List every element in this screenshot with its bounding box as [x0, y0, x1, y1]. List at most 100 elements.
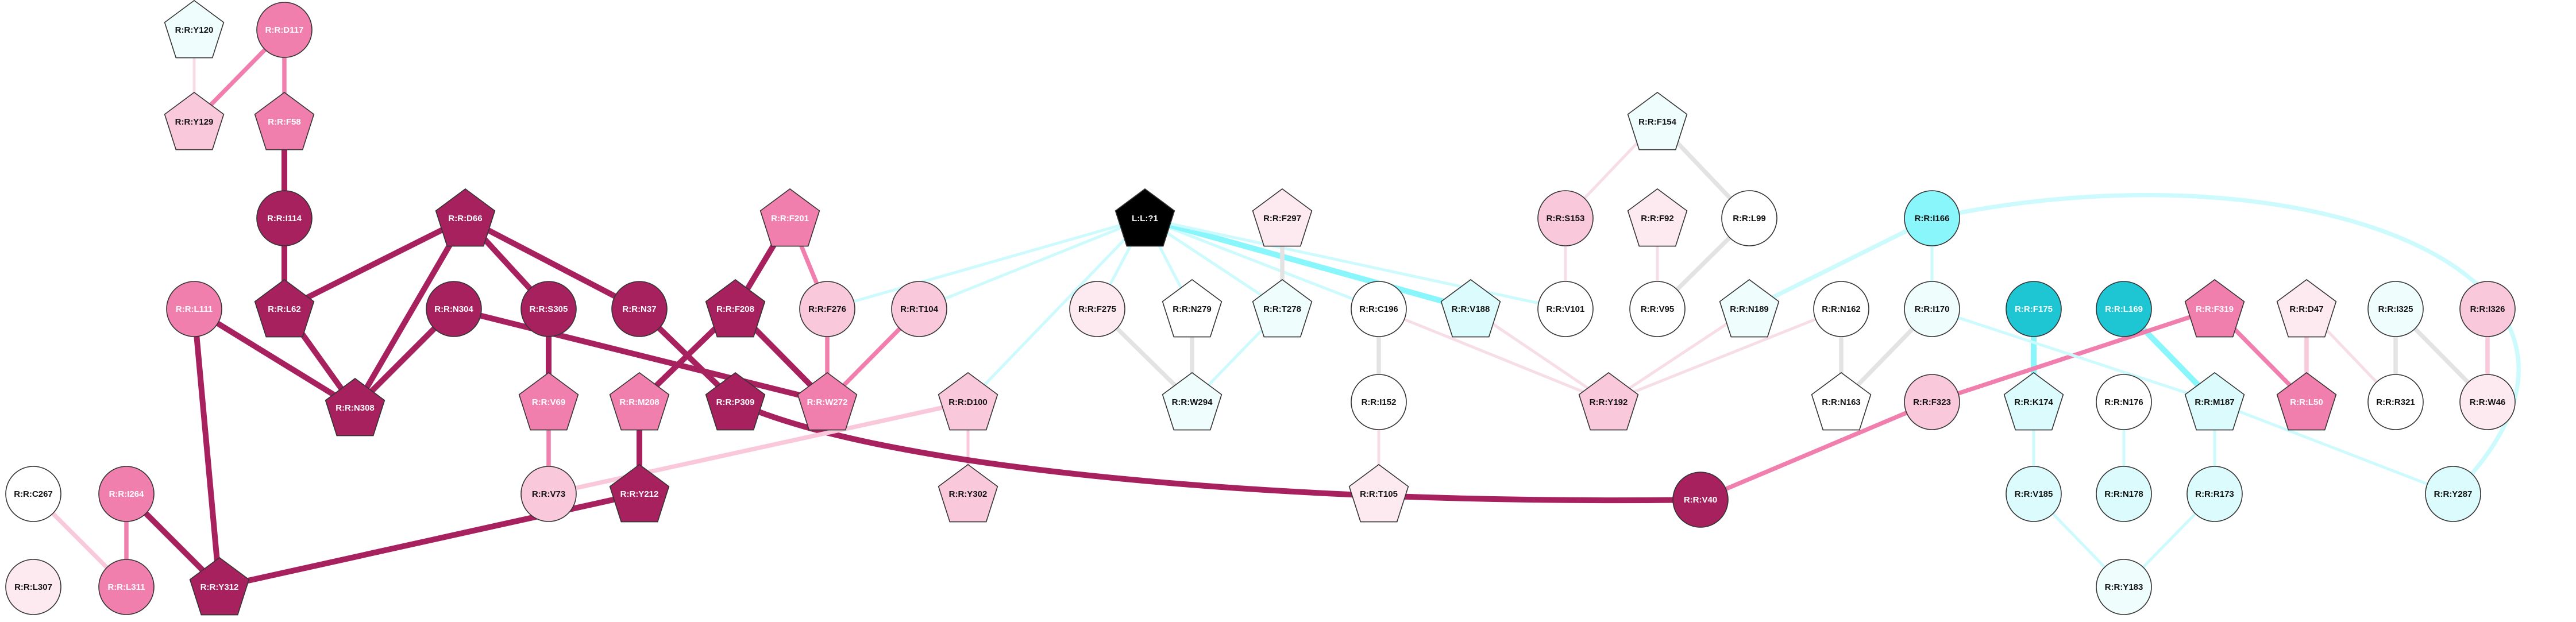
node-f297[interactable]: R:R:F297	[1252, 188, 1313, 247]
node-label: R:R:V95	[1641, 304, 1674, 314]
node-i326[interactable]: R:R:I326	[2459, 281, 2516, 337]
node-f275[interactable]: R:R:F275	[1069, 281, 1125, 337]
node-t105[interactable]: R:R:T105	[1348, 463, 1409, 523]
node-l1[interactable]: L:L:?1	[1115, 188, 1175, 247]
edge-l1-v101	[1143, 217, 1567, 311]
node-n178[interactable]: R:R:N178	[2096, 466, 2152, 522]
node-i264[interactable]: R:R:I264	[98, 466, 155, 522]
node-f319[interactable]: R:R:F319	[2184, 279, 2245, 338]
node-i170[interactable]: R:R:I170	[1904, 281, 1960, 337]
node-w272[interactable]: R:R:W272	[797, 372, 858, 431]
node-c267-circle	[5, 466, 61, 522]
node-v73[interactable]: R:R:V73	[520, 466, 577, 522]
node-f276[interactable]: R:R:F276	[799, 281, 855, 337]
node-label: R:R:V188	[1452, 304, 1490, 314]
node-label: R:R:F275	[1078, 304, 1116, 314]
node-y287[interactable]: R:R:Y287	[2425, 466, 2481, 522]
node-f208[interactable]: R:R:F208	[705, 279, 766, 338]
node-p309[interactable]: R:R:P309	[705, 372, 766, 431]
node-y302[interactable]: R:R:Y302	[938, 463, 998, 523]
node-s305[interactable]: R:R:S305	[520, 281, 577, 337]
node-r173[interactable]: R:R:R173	[2186, 466, 2243, 522]
edge-l111-y312	[191, 306, 222, 590]
node-label: R:R:I326	[2470, 304, 2505, 314]
node-v95[interactable]: R:R:V95	[1629, 281, 1686, 337]
node-v188[interactable]: R:R:V188	[1440, 279, 1501, 338]
node-i325-circle	[2367, 281, 2424, 337]
node-n189[interactable]: R:R:N189	[1719, 279, 1780, 338]
node-f323[interactable]: R:R:F323	[1904, 374, 1960, 430]
node-y129[interactable]: R:R:Y129	[164, 91, 225, 150]
node-l169-circle	[2096, 281, 2152, 337]
node-v185[interactable]: R:R:V185	[2006, 466, 2062, 522]
node-v40[interactable]: R:R:V40	[1672, 472, 1729, 528]
node-label: R:R:V101	[1547, 304, 1585, 314]
node-r173-circle	[2186, 466, 2243, 522]
node-t278[interactable]: R:R:T278	[1252, 279, 1313, 338]
node-f154[interactable]: R:R:F154	[1627, 91, 1688, 150]
node-y312[interactable]: R:R:Y312	[189, 557, 250, 616]
edge-d66-l62	[281, 215, 468, 312]
node-i166[interactable]: R:R:I166	[1904, 190, 1960, 246]
edge-i170-m187	[1930, 307, 2216, 404]
node-c196[interactable]: R:R:C196	[1351, 281, 1407, 337]
node-f201-pentagon	[759, 188, 820, 247]
node-d47[interactable]: R:R:D47	[2276, 279, 2337, 338]
node-w272-pentagon	[797, 372, 858, 431]
edge-c196-y192	[1377, 307, 1610, 404]
node-l111[interactable]: R:R:L111	[166, 281, 222, 337]
node-v69[interactable]: R:R:V69	[518, 372, 579, 431]
node-n279[interactable]: R:R:N279	[1162, 279, 1223, 338]
node-i166-circle	[1904, 190, 1960, 246]
node-y183[interactable]: R:R:Y183	[2096, 559, 2152, 615]
node-l99[interactable]: R:R:L99	[1721, 190, 1777, 246]
node-f175[interactable]: R:R:F175	[2006, 281, 2062, 337]
node-i152[interactable]: R:R:I152	[1351, 374, 1407, 430]
node-i325[interactable]: R:R:I325	[2367, 281, 2424, 337]
node-l50[interactable]: R:R:L50	[2276, 372, 2337, 431]
node-w46[interactable]: R:R:W46	[2459, 374, 2516, 430]
node-f319-pentagon	[2184, 279, 2245, 338]
node-v101[interactable]: R:R:V101	[1537, 281, 1594, 337]
edge-f323-v40	[1698, 400, 1934, 502]
node-n178-circle	[2096, 466, 2152, 522]
node-c267[interactable]: R:R:C267	[5, 466, 61, 522]
node-label: R:R:F58	[268, 117, 301, 127]
node-n163[interactable]: R:R:N163	[1811, 372, 1872, 431]
node-n37[interactable]: R:R:N37	[611, 281, 668, 337]
node-y212-pentagon	[609, 463, 670, 523]
node-f92[interactable]: R:R:F92	[1627, 188, 1688, 247]
node-d117[interactable]: R:R:D117	[256, 2, 313, 58]
node-l169[interactable]: R:R:L169	[2096, 281, 2152, 337]
node-f58[interactable]: R:R:F58	[254, 91, 315, 150]
node-l62-pentagon	[254, 279, 315, 338]
node-label: R:R:D117	[265, 25, 304, 35]
node-label: R:R:L169	[2105, 304, 2143, 314]
node-y192[interactable]: R:R:Y192	[1578, 372, 1639, 431]
node-y120[interactable]: R:R:Y120	[164, 0, 225, 59]
node-d100[interactable]: R:R:D100	[938, 372, 998, 431]
node-l311[interactable]: R:R:L311	[98, 559, 155, 615]
node-s153[interactable]: R:R:S153	[1537, 190, 1594, 246]
node-d66[interactable]: R:R:D66	[435, 188, 496, 247]
node-w294[interactable]: R:R:W294	[1162, 372, 1223, 431]
node-l307[interactable]: R:R:L307	[5, 559, 61, 615]
node-n162[interactable]: R:R:N162	[1813, 281, 1869, 337]
node-n176[interactable]: R:R:N176	[2096, 374, 2152, 430]
node-y212[interactable]: R:R:Y212	[609, 463, 670, 523]
node-y302-pentagon	[938, 463, 998, 523]
node-label: R:R:F92	[1641, 214, 1674, 223]
node-f201[interactable]: R:R:F201	[759, 188, 820, 247]
node-k174[interactable]: R:R:K174	[2003, 372, 2064, 431]
node-m187[interactable]: R:R:M187	[2184, 372, 2245, 431]
node-label: R:R:F154	[1638, 117, 1677, 127]
node-y183-circle	[2096, 559, 2152, 615]
node-m208[interactable]: R:R:M208	[609, 372, 670, 431]
node-i114[interactable]: R:R:I114	[256, 190, 313, 246]
node-n304[interactable]: R:R:N304	[426, 281, 482, 337]
node-t104[interactable]: R:R:T104	[891, 281, 947, 337]
node-r321[interactable]: R:R:R321	[2367, 374, 2424, 430]
node-l62[interactable]: R:R:L62	[254, 279, 315, 338]
node-n308[interactable]: R:R:N308	[325, 377, 385, 436]
